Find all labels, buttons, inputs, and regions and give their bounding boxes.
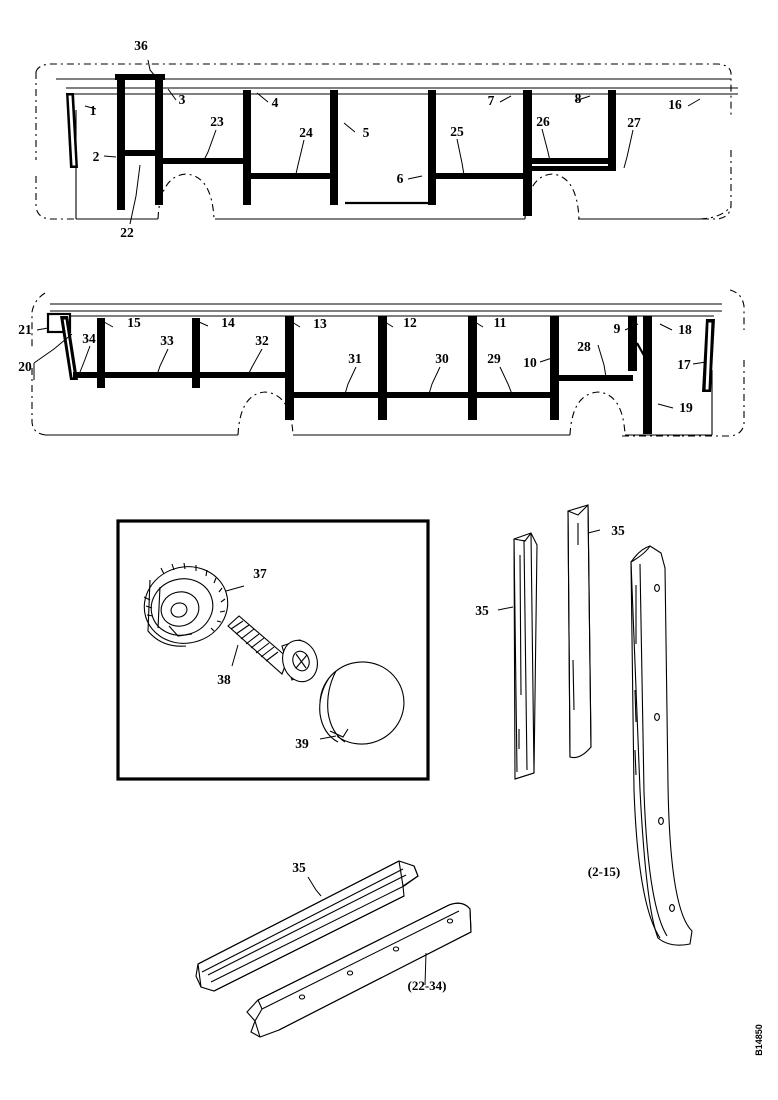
sheet-code: B14850 <box>754 1024 764 1056</box>
rail-33 <box>73 372 196 378</box>
rail-24 <box>247 173 334 179</box>
callout-26: 26 <box>536 114 550 129</box>
callout-21: 21 <box>18 322 32 337</box>
part-35-rail-left <box>513 532 538 780</box>
callout-25: 25 <box>450 124 464 139</box>
callout-12: 12 <box>403 315 417 330</box>
figure-fastener-detail: 37 38 39 <box>116 519 430 781</box>
pillar-11 <box>468 316 477 420</box>
part-38-screw <box>227 615 318 683</box>
callout-13: 13 <box>313 316 327 331</box>
callout-34: 34 <box>82 331 96 346</box>
callout-19: 19 <box>679 400 693 415</box>
rail-30 <box>382 392 472 398</box>
callout-5: 5 <box>363 125 370 140</box>
callout-23: 23 <box>210 114 224 129</box>
pillar-34 <box>46 312 78 380</box>
rail-25 <box>432 173 527 179</box>
figure-lower-side-elevation: 21 20 34 15 33 14 32 13 31 12 30 11 29 1… <box>18 289 745 437</box>
part-pillar-2-15 <box>630 545 693 946</box>
callout-3: 3 <box>179 92 186 107</box>
group-label-22-34: (22-34) <box>408 978 447 993</box>
pillar-12 <box>378 316 387 420</box>
callout-33: 33 <box>160 333 174 348</box>
callout-36: 36 <box>134 38 148 53</box>
pillar-10 <box>550 316 559 420</box>
pillar-9 <box>628 316 637 371</box>
pillar-13 <box>285 316 294 420</box>
callout-39: 39 <box>295 736 309 751</box>
pillar-15 <box>97 318 105 388</box>
pillar-1 <box>66 93 78 168</box>
callout-17: 17 <box>677 357 691 372</box>
callout-1: 1 <box>90 103 97 118</box>
rail-31 <box>289 392 382 398</box>
callout-9: 9 <box>614 321 621 336</box>
callout-28: 28 <box>577 339 591 354</box>
pillar-4 <box>243 90 251 205</box>
rail-32 <box>196 372 289 378</box>
callout-22: 22 <box>120 225 134 240</box>
part-35-rail-middle <box>567 504 592 759</box>
pillar-19 <box>643 316 652 434</box>
pillar-3 <box>115 74 165 210</box>
figure-upper-side-elevation: 36 1 3 4 5 7 8 16 2 22 23 24 6 25 26 27 <box>35 38 738 240</box>
rail-29 <box>472 392 554 398</box>
rail-23 <box>160 158 247 164</box>
callout-16: 16 <box>668 97 682 112</box>
pillar-7 <box>428 90 436 205</box>
rail-28 <box>555 375 633 381</box>
pillar-16 <box>608 90 616 170</box>
pillar-5 <box>330 90 338 205</box>
pillar-17 <box>702 319 715 392</box>
callout-7: 7 <box>488 93 495 108</box>
callout-32: 32 <box>255 333 269 348</box>
pillar-14 <box>192 318 200 388</box>
figure-rail-profiles: 35 35 <box>195 504 693 1038</box>
callout-27: 27 <box>627 115 641 130</box>
callout-35-bottom: 35 <box>292 860 306 875</box>
callout-8: 8 <box>575 91 582 106</box>
pillar-8 <box>523 90 532 216</box>
callout-31: 31 <box>348 351 362 366</box>
callout-11: 11 <box>494 315 507 330</box>
part-39-cap <box>319 661 405 745</box>
callout-4: 4 <box>272 95 279 110</box>
callout-29: 29 <box>487 351 501 366</box>
callout-2: 2 <box>93 149 100 164</box>
rail-27 <box>528 166 616 171</box>
rail-26 <box>528 158 612 164</box>
callout-15: 15 <box>127 315 141 330</box>
callout-30: 30 <box>435 351 449 366</box>
part-rail-22-34 <box>195 860 472 1038</box>
group-label-2-15: (2-15) <box>588 864 621 879</box>
callout-37: 37 <box>253 566 267 581</box>
callout-35-left: 35 <box>475 603 489 618</box>
part-37-washer <box>143 562 229 647</box>
callout-10: 10 <box>523 355 537 370</box>
callout-14: 14 <box>221 315 235 330</box>
callout-38: 38 <box>217 672 231 687</box>
callout-24: 24 <box>299 125 313 140</box>
callout-35-middle: 35 <box>611 523 625 538</box>
callout-20: 20 <box>18 359 32 374</box>
callout-18: 18 <box>678 322 692 337</box>
svg-text:B14850: B14850 <box>754 1024 764 1056</box>
callout-6: 6 <box>397 171 404 186</box>
